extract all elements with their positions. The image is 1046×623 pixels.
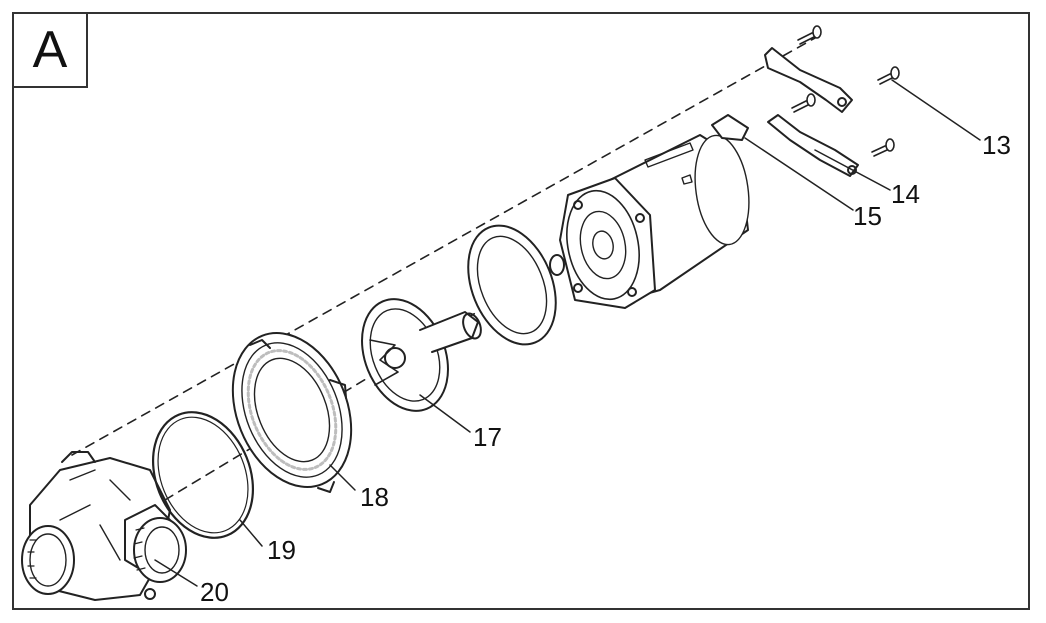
cable-clip-part-15 (711, 114, 749, 141)
callout-13: 13 (982, 130, 1011, 160)
o-ring-part-19 (151, 411, 255, 539)
screws-part-13 (791, 25, 900, 157)
mounting-bracket-lower-part-14 (767, 114, 859, 177)
callout-15: 15 (853, 201, 882, 231)
diffuser-plate-part-18 (231, 332, 353, 493)
leader-lines (154, 79, 981, 587)
callout-19: 19 (267, 535, 296, 565)
callout-17: 17 (473, 422, 502, 452)
seal-washer (549, 254, 565, 276)
gasket-ring (467, 224, 557, 346)
impeller-part-17 (361, 298, 482, 412)
motor-body (559, 134, 750, 309)
panel-label: A (12, 12, 88, 88)
pump-housing-part-20 (21, 451, 187, 601)
callout-20: 20 (200, 577, 229, 607)
assembly-axis-upper (71, 37, 816, 456)
mounting-bracket-upper (764, 47, 853, 113)
callout-18: 18 (360, 482, 389, 512)
callout-14: 14 (891, 179, 920, 209)
